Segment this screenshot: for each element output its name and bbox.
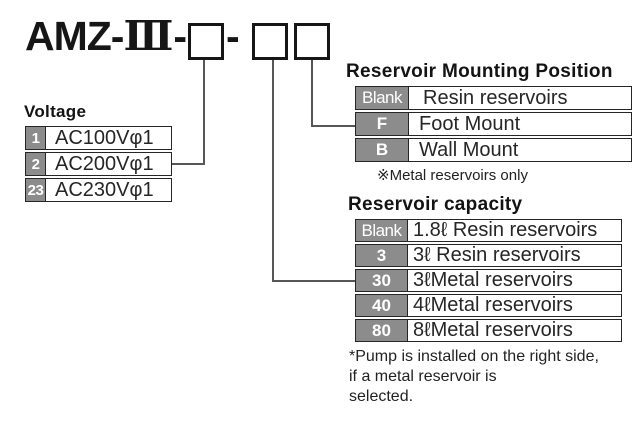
connector-voltage-horizontal — [172, 163, 205, 165]
model-digit-box-capacity — [252, 23, 288, 60]
value-cell: 8ℓMetal reservoirs — [413, 319, 573, 341]
value-cell: 3ℓ Resin reservoirs — [413, 244, 581, 266]
model-separator-dash: - — [226, 13, 240, 59]
capacity-table: Blank 1.8ℓ Resin reservoirs 3 3ℓ Resin r… — [355, 219, 622, 344]
connector-mounting-horizontal — [311, 125, 355, 127]
code-cell: F — [356, 113, 409, 135]
value-cell: 4ℓMetal reservoirs — [413, 294, 573, 316]
code-cell: 30 — [356, 270, 408, 291]
table-row: 40 4ℓMetal reservoirs — [355, 294, 622, 317]
mounting-table: Blank Resin reservoirs F Foot Mount B Wa… — [355, 86, 632, 164]
value-cell: AC230Vφ1 — [55, 178, 154, 201]
capacity-heading: Reservoir capacity — [348, 194, 523, 215]
connector-capacity-horizontal — [272, 280, 355, 282]
table-row: Blank Resin reservoirs — [355, 86, 632, 110]
table-row: 30 3ℓMetal reservoirs — [355, 269, 622, 292]
connector-capacity-vertical — [272, 60, 274, 282]
model-prefix: AMZ- — [25, 13, 124, 59]
table-row: 23 AC230Vφ1 — [25, 178, 172, 202]
mounting-note: ※Metal reservoirs only — [377, 167, 528, 184]
capacity-footnote: *Pump is installed on the right side, if… — [349, 348, 599, 405]
code-cell: Blank — [356, 87, 409, 109]
code-cell: Blank — [356, 220, 408, 241]
code-cell: 40 — [356, 295, 408, 316]
code-cell: 3 — [356, 245, 408, 266]
value-cell: Wall Mount — [419, 138, 519, 161]
code-cell: 1 — [26, 127, 46, 149]
model-digit-box-voltage — [188, 23, 224, 60]
mounting-heading: Reservoir Mounting Position — [346, 61, 613, 82]
value-cell: 3ℓMetal reservoirs — [413, 269, 573, 291]
value-cell: 1.8ℓ Resin reservoirs — [413, 219, 598, 241]
connector-voltage-vertical — [203, 60, 205, 165]
code-cell: 23 — [26, 179, 46, 201]
value-cell: Foot Mount — [419, 112, 521, 135]
value-cell: Resin reservoirs — [423, 86, 568, 109]
code-cell: B — [356, 139, 409, 161]
model-hyphen: - — [173, 13, 187, 59]
connector-mounting-vertical — [311, 60, 313, 127]
table-row: Blank 1.8ℓ Resin reservoirs — [355, 219, 622, 242]
table-row: 2 AC200Vφ1 — [25, 152, 172, 176]
table-row: F Foot Mount — [355, 112, 632, 136]
value-cell: AC100Vφ1 — [55, 126, 154, 149]
table-row: 3 3ℓ Resin reservoirs — [355, 244, 622, 267]
code-cell: 2 — [26, 153, 46, 175]
table-row: B Wall Mount — [355, 138, 632, 162]
voltage-table: 1 AC100Vφ1 2 AC200Vφ1 23 AC230Vφ1 — [25, 126, 172, 204]
model-series-numeral: Ⅲ — [123, 12, 174, 60]
value-cell: AC200Vφ1 — [55, 152, 154, 175]
code-cell: 80 — [356, 320, 408, 341]
table-row: 1 AC100Vφ1 — [25, 126, 172, 150]
voltage-heading: Voltage — [24, 102, 87, 121]
table-row: 80 8ℓMetal reservoirs — [355, 319, 622, 342]
page-title: AMZ-Ⅲ- — [25, 12, 187, 60]
model-digit-box-mounting — [294, 23, 330, 60]
